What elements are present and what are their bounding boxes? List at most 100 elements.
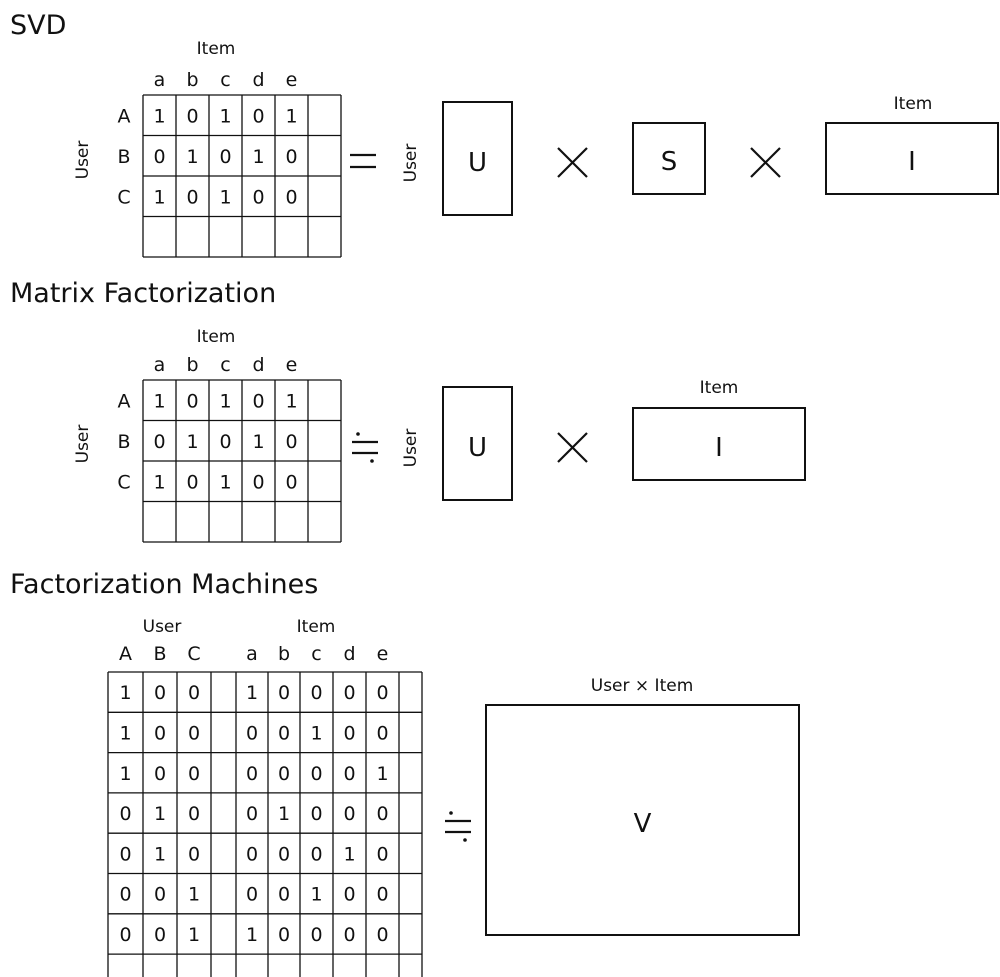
svd-cell: 1 bbox=[219, 186, 231, 208]
fm-user-cell: 1 bbox=[119, 682, 131, 704]
fm-title: Factorization Machines bbox=[10, 569, 318, 600]
mf-u-matrix bbox=[442, 386, 513, 501]
mf-cell: 0 bbox=[186, 471, 198, 493]
fm-item-cell: 0 bbox=[246, 763, 258, 785]
svd-cell: 0 bbox=[285, 186, 297, 208]
mf-u-user-label: User bbox=[401, 429, 421, 468]
fm-user-cell: 0 bbox=[119, 803, 131, 825]
fm-item-column-header: c bbox=[311, 643, 321, 665]
fm-item-cell: 0 bbox=[278, 884, 290, 906]
fm-item-cell: 0 bbox=[343, 722, 355, 744]
fm-item-cell: 0 bbox=[343, 884, 355, 906]
svd-cell: 0 bbox=[153, 146, 165, 168]
svd-item-header: Item bbox=[197, 39, 236, 59]
fm-item-column-header: b bbox=[278, 643, 290, 665]
mf-column-header: b bbox=[186, 354, 198, 376]
mf-i-item-label: Item bbox=[700, 378, 739, 398]
fm-item-cell: 0 bbox=[343, 924, 355, 946]
fm-user-cell: 0 bbox=[154, 924, 166, 946]
svd-cell: 0 bbox=[252, 186, 264, 208]
fm-user-cell: 1 bbox=[119, 722, 131, 744]
fm-user-cell: 0 bbox=[188, 843, 200, 865]
mf-cell: 1 bbox=[219, 471, 231, 493]
fm-item-cell: 0 bbox=[246, 803, 258, 825]
mf-cell: 1 bbox=[153, 390, 165, 412]
svd-row-label: C bbox=[117, 186, 130, 208]
fm-user-cell: 1 bbox=[154, 843, 166, 865]
fm-item-cell: 0 bbox=[376, 803, 388, 825]
mf-approx-equals-operator bbox=[352, 432, 378, 463]
fm-item-cell: 1 bbox=[278, 803, 290, 825]
fm-user-cell: 1 bbox=[188, 884, 200, 906]
fm-user-cell: 0 bbox=[188, 682, 200, 704]
mf-cell: 0 bbox=[186, 390, 198, 412]
mf-column-header: e bbox=[286, 354, 298, 376]
fm-item-cell: 1 bbox=[310, 722, 322, 744]
mf-column-header: c bbox=[220, 354, 230, 376]
fm-item-cell: 1 bbox=[246, 924, 258, 946]
fm-item-cell: 0 bbox=[376, 843, 388, 865]
mf-i-label: I bbox=[715, 433, 723, 463]
fm-user-cell: 0 bbox=[188, 763, 200, 785]
mf-column-header: a bbox=[154, 354, 166, 376]
svd-cell: 1 bbox=[153, 186, 165, 208]
fm-item-cell: 0 bbox=[376, 722, 388, 744]
fm-item-cell: 0 bbox=[343, 803, 355, 825]
mf-cell: 1 bbox=[285, 390, 297, 412]
fm-user-cell: 1 bbox=[154, 803, 166, 825]
fm-v-label: V bbox=[634, 809, 652, 839]
mf-item-header: Item bbox=[197, 327, 236, 347]
fm-item-cell: 0 bbox=[278, 843, 290, 865]
equals-operator bbox=[350, 153, 376, 169]
fm-user-header: User bbox=[143, 617, 182, 637]
svd-times-operator-2 bbox=[750, 147, 781, 178]
fm-user-cell: 1 bbox=[188, 924, 200, 946]
svd-column-header: c bbox=[220, 69, 230, 91]
svd-column-header: b bbox=[186, 69, 198, 91]
mf-cell: 0 bbox=[285, 471, 297, 493]
fm-item-cell: 0 bbox=[310, 682, 322, 704]
mf-cell: 1 bbox=[186, 431, 198, 453]
fm-approx-equals-operator bbox=[445, 811, 471, 842]
mf-column-header: d bbox=[252, 354, 264, 376]
svd-cell: 0 bbox=[186, 105, 198, 127]
svd-title: SVD bbox=[10, 10, 66, 41]
mf-cell: 1 bbox=[252, 431, 264, 453]
fm-item-cell: 0 bbox=[246, 884, 258, 906]
svd-cell: 0 bbox=[252, 105, 264, 127]
fm-item-cell: 0 bbox=[278, 682, 290, 704]
svd-cell: 1 bbox=[153, 105, 165, 127]
svd-s-matrix bbox=[632, 122, 706, 195]
fm-item-cell: 1 bbox=[310, 884, 322, 906]
mf-row-label: B bbox=[117, 431, 130, 453]
fm-item-cell: 0 bbox=[246, 843, 258, 865]
svd-column-header: a bbox=[154, 69, 166, 91]
fm-item-cell: 0 bbox=[343, 682, 355, 704]
fm-item-cell: 0 bbox=[246, 722, 258, 744]
fm-item-cell: 0 bbox=[376, 884, 388, 906]
svd-row-label: B bbox=[117, 146, 130, 168]
mf-cell: 0 bbox=[252, 390, 264, 412]
mf-row-label: A bbox=[118, 390, 131, 412]
fm-item-cell: 0 bbox=[278, 722, 290, 744]
mf-i-matrix bbox=[632, 407, 806, 481]
svd-u-matrix bbox=[442, 101, 513, 216]
fm-user-cell: 0 bbox=[119, 884, 131, 906]
mf-times-operator bbox=[557, 432, 588, 463]
fm-item-cell: 1 bbox=[343, 843, 355, 865]
mf-cell: 0 bbox=[252, 471, 264, 493]
fm-user-column-header: C bbox=[187, 643, 200, 665]
svd-u-user-label: User bbox=[401, 144, 421, 183]
fm-user-column-header: B bbox=[153, 643, 166, 665]
fm-user-cell: 0 bbox=[188, 722, 200, 744]
mf-cell: 1 bbox=[219, 390, 231, 412]
svd-times-operator-1 bbox=[557, 147, 588, 178]
mf-u-label: U bbox=[468, 433, 487, 463]
fm-user-cell: 0 bbox=[154, 682, 166, 704]
fm-item-cell: 1 bbox=[376, 763, 388, 785]
fm-v-matrix bbox=[485, 704, 800, 936]
svd-cell: 1 bbox=[252, 146, 264, 168]
fm-item-cell: 0 bbox=[310, 803, 322, 825]
